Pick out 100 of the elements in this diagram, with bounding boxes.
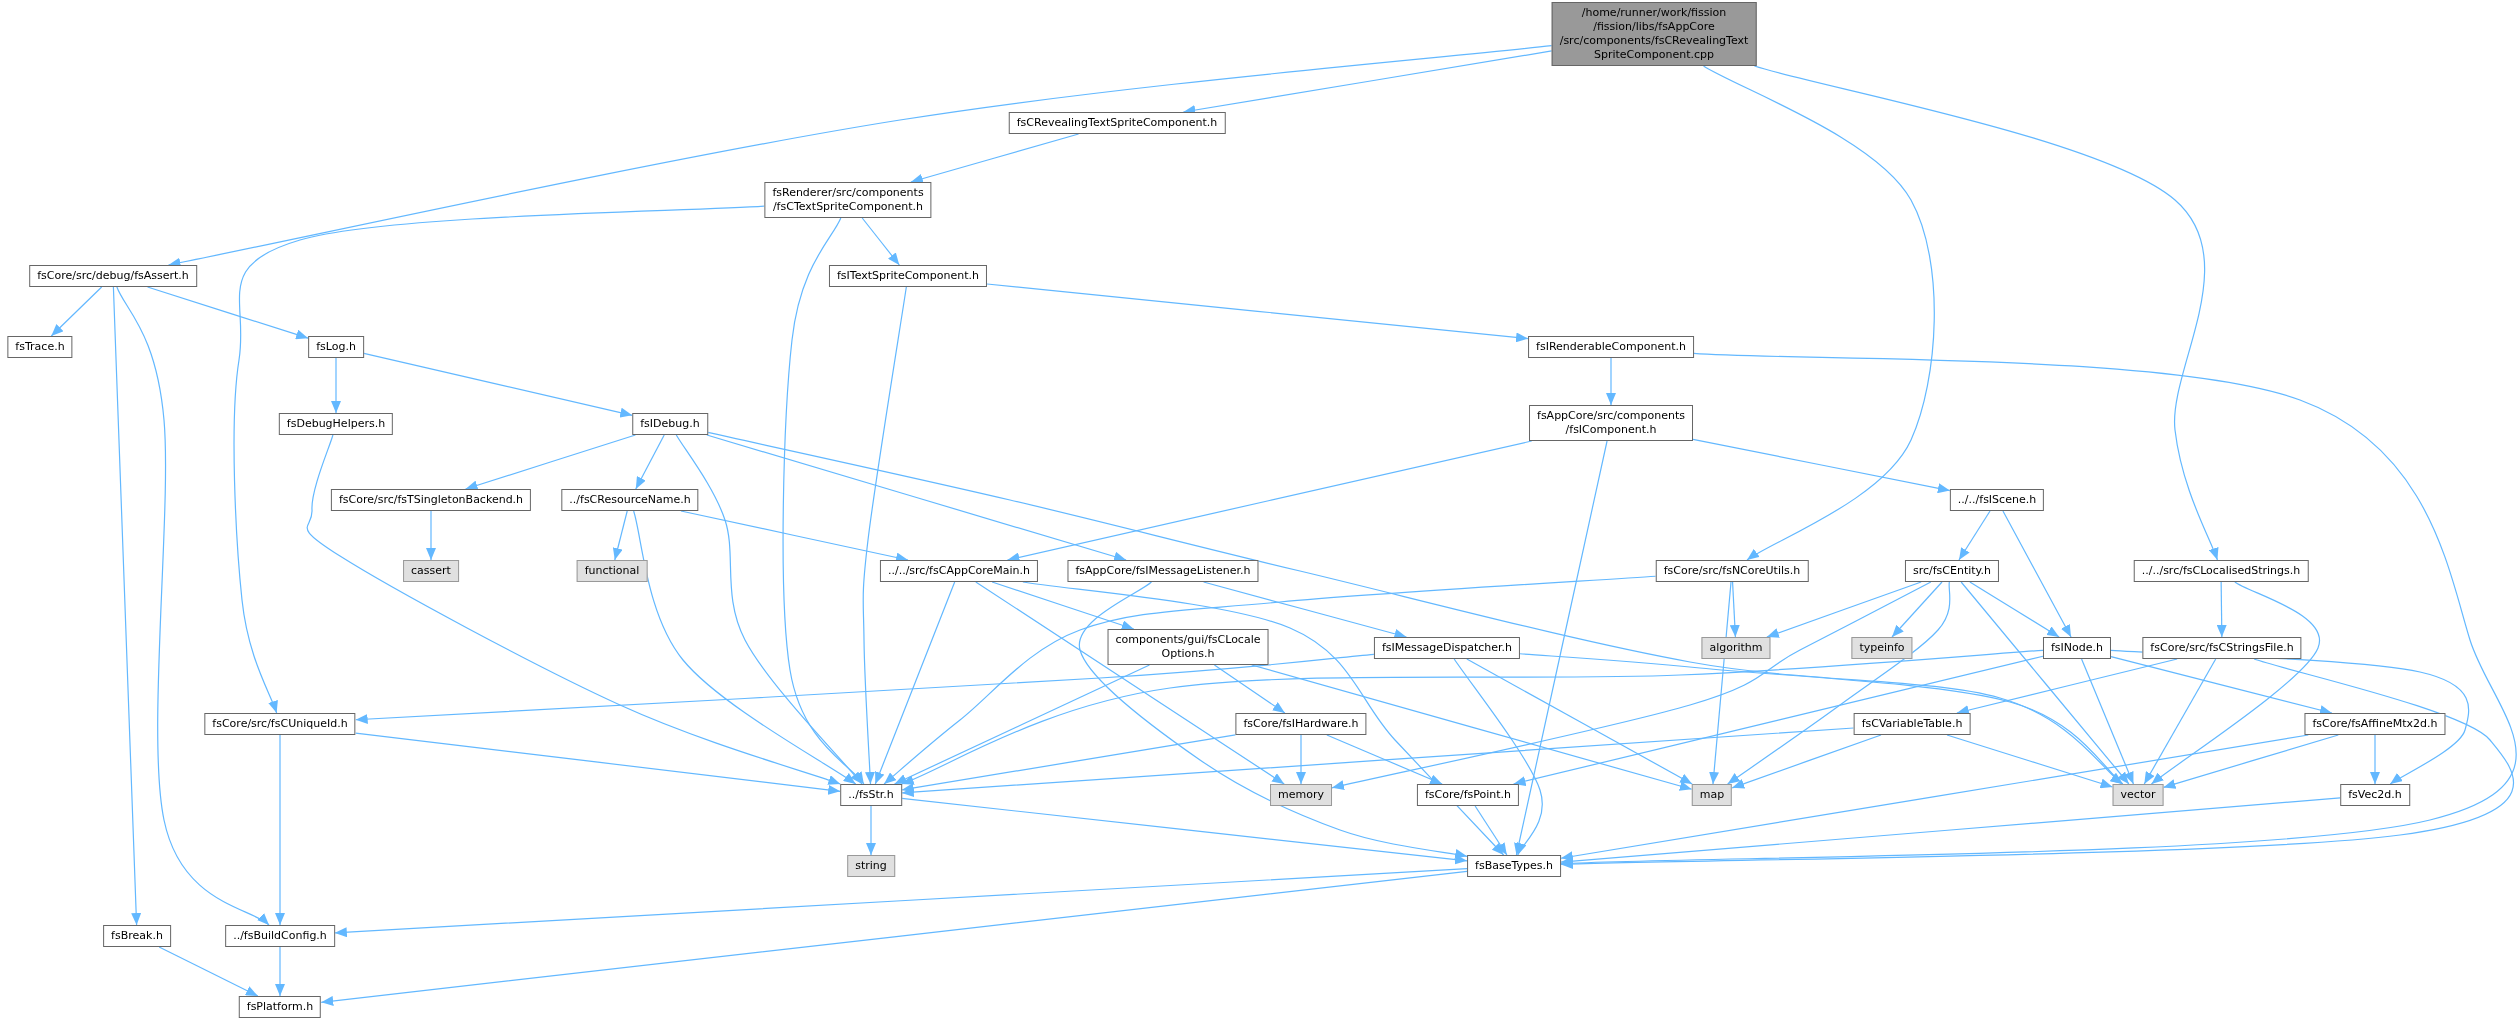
header-file-box: fsCore/src/fsCStringsFile.h — [2142, 637, 2302, 659]
system-header-box: map — [1691, 784, 1733, 806]
dependency-arrow — [901, 727, 1855, 798]
dependency-arrow — [355, 653, 1375, 725]
dependency-arrow — [910, 133, 1080, 184]
dependency-arrow — [1766, 581, 1922, 638]
dependency-arrow — [465, 434, 636, 491]
dependency-arrow — [2110, 656, 2333, 715]
dependency-arrow — [635, 434, 665, 490]
header-file-box: ../fsBuildConfig.h — [225, 925, 335, 947]
dependency-arrow — [275, 734, 285, 926]
dependency-arrow — [2002, 510, 2072, 638]
header-file-box: fsINode.h — [2043, 637, 2111, 659]
dependency-arrow — [1512, 655, 2044, 787]
dependency-arrow — [1331, 581, 1932, 791]
dependency-arrow — [1474, 805, 1508, 856]
dependency-arrow — [2216, 581, 2227, 638]
header-file-box: fsPlatform.h — [238, 996, 322, 1018]
dependency-arrow — [363, 352, 633, 418]
dependency-arrow — [1956, 658, 2178, 715]
dependency-arrow — [707, 431, 2123, 785]
dependency-arrow — [1606, 357, 1616, 406]
dependency-arrow — [2143, 658, 2217, 785]
system-header-box: cassert — [403, 560, 459, 582]
dependency-arrow — [612, 510, 628, 561]
dependency-arrow — [158, 946, 259, 997]
dependency-arrow — [1453, 658, 1543, 856]
header-file-box: fsAppCore/fsIMessageListener.h — [1067, 560, 1259, 582]
header-file-box: fsCore/src/fsTSingletonBackend.h — [330, 489, 532, 511]
dependency-arrow — [901, 734, 1236, 793]
dependency-arrow — [306, 434, 841, 785]
dependency-arrow — [1946, 734, 2114, 789]
dependency-arrow — [355, 732, 841, 795]
dependency-arrow — [112, 286, 142, 926]
dependency-arrow — [1960, 581, 2130, 785]
header-file-box: fsAppCore/src/components /fsIComponent.h — [1529, 405, 1693, 441]
header-file-box: fsCore/fsAffineMtx2d.h — [2304, 713, 2446, 735]
dependency-arrow — [146, 286, 309, 340]
header-file-box: fsIMessageDispatcher.h — [1373, 637, 1521, 659]
system-header-box: typeinfo — [1851, 637, 1913, 659]
header-file-box: components/gui/fsCLocale Options.h — [1107, 629, 1269, 665]
dependency-arrow — [633, 510, 857, 785]
header-file-box: fsBreak.h — [103, 925, 171, 947]
dependency-arrow — [1296, 734, 1306, 785]
dependency-arrow — [782, 217, 865, 785]
dependency-arrow — [331, 357, 341, 414]
dependency-arrow — [901, 797, 1468, 865]
header-file-box: ../../src/fsCAppCoreMain.h — [879, 560, 1039, 582]
header-file-box: fsCRevealingTextSpriteComponent.h — [1008, 112, 1226, 134]
system-header-box: algorithm — [1701, 637, 1771, 659]
header-file-box: fsRenderer/src/components /fsCTextSpriteComponent.h — [764, 182, 932, 218]
dependency-arrow — [1891, 581, 1943, 638]
dependency-arrow — [1514, 440, 1608, 856]
dependency-arrow — [1731, 734, 1882, 789]
dependency-arrow — [275, 946, 285, 997]
header-file-box: fsBaseTypes.h — [1467, 855, 1561, 877]
header-file-box: fsIDebug.h — [632, 413, 708, 435]
header-file-box: fsITextSpriteComponent.h — [828, 265, 988, 287]
dependency-arrow — [2150, 581, 2321, 785]
header-file-box: fsCore/src/debug/fsAssert.h — [29, 265, 197, 287]
header-file-box: fsCore/fsPoint.h — [1416, 784, 1520, 806]
source-file-box: /home/runner/work/fission /fission/libs/fsAppCore /src/components/fsCRevealingText SpriteComponent.cpp — [1551, 2, 1757, 66]
dependency-arrow — [334, 868, 1468, 938]
header-file-box: ../../fsIScene.h — [1949, 489, 2045, 511]
dependency-arrow — [426, 510, 436, 561]
system-header-box: vector — [2112, 784, 2164, 806]
dependency-arrow — [874, 581, 956, 785]
dependency-arrow — [116, 286, 270, 926]
header-file-box: ../../src/fsCLocalisedStrings.h — [2133, 560, 2309, 582]
dependency-arrow — [1078, 581, 1468, 859]
dependency-arrow — [1466, 658, 1693, 785]
header-file-box: fsIRenderableComponent.h — [1528, 336, 1694, 358]
dependency-arrow — [991, 581, 1135, 630]
dependency-arrow — [675, 434, 863, 785]
dependency-arrow — [862, 286, 907, 785]
dependency-arrow — [320, 870, 1468, 1006]
header-file-box: fsDebugHelpers.h — [278, 413, 394, 435]
dependency-arrow — [1326, 734, 1443, 785]
dependency-arrow — [986, 283, 1529, 343]
dependency-arrow — [975, 581, 1285, 785]
dependency-arrow — [1692, 438, 1951, 494]
dependency-arrow — [1969, 581, 2060, 638]
dependency-arrow — [1709, 581, 1732, 785]
dependency-arrow — [1213, 664, 1286, 714]
system-header-box: string — [847, 855, 895, 877]
dependency-arrow — [2370, 734, 2380, 785]
dependency-arrow — [1958, 510, 1991, 561]
header-file-box: src/fsCEntity.h — [1904, 560, 2000, 582]
header-file-box: ../fsStr.h — [840, 784, 902, 806]
system-header-box: functional — [576, 560, 648, 582]
header-file-box: fsCore/fsIHardware.h — [1235, 713, 1367, 735]
dependency-arrow — [50, 286, 103, 337]
dependency-arrow — [866, 805, 876, 856]
dependency-arrow — [233, 205, 765, 714]
dependency-arrow — [1560, 658, 2515, 869]
header-file-box: ../fsCResourceName.h — [561, 489, 699, 511]
dependency-arrow — [1753, 65, 2218, 561]
header-file-box: fsVec2d.h — [2340, 784, 2410, 806]
dependency-arrow — [883, 575, 1657, 785]
dependency-arrow — [861, 217, 900, 266]
